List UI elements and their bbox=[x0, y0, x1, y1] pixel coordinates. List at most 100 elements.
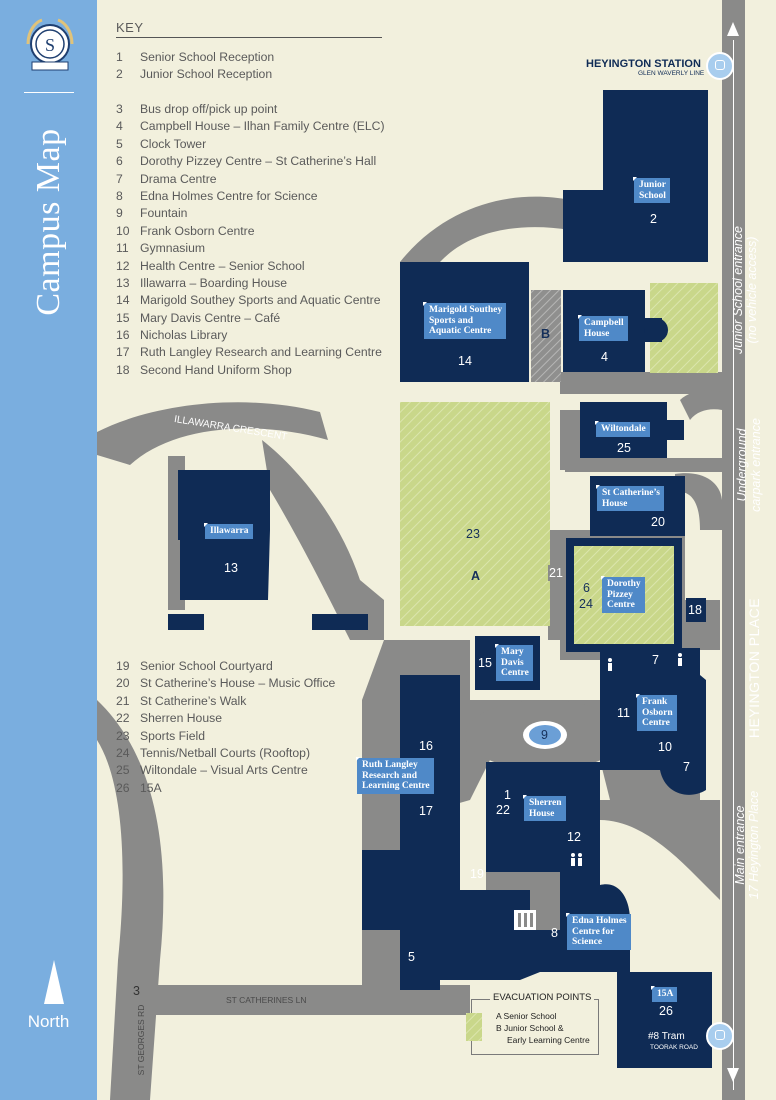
legend-item-number: 6 bbox=[116, 154, 123, 169]
number-22: 22 bbox=[496, 803, 510, 817]
legend-item-label: Second Hand Uniform Shop bbox=[140, 362, 292, 377]
wiltondale-curve bbox=[680, 390, 722, 420]
tag-line: Sherren bbox=[529, 798, 562, 808]
legend-item-number: 20 bbox=[116, 676, 130, 691]
tag-line: School bbox=[639, 190, 666, 201]
number-15: 15 bbox=[478, 656, 492, 670]
legend-item-number: 24 bbox=[116, 745, 130, 760]
heyington-station-name: HEYINGTON STATION bbox=[586, 58, 701, 70]
tag-line: Centre bbox=[501, 668, 529, 678]
legend-item-number: 1 bbox=[116, 50, 123, 64]
marker-7-drama: 7 bbox=[652, 653, 659, 667]
building-ruth-langley bbox=[400, 675, 460, 990]
legend-item-label: Dorothy Pizzey Centre – St Catherine’s H… bbox=[140, 154, 377, 169]
tram-icon[interactable] bbox=[706, 1022, 734, 1050]
legend-item-number: 13 bbox=[116, 275, 130, 290]
map-title: Campus Map bbox=[30, 128, 67, 316]
marker-3-bus: 3 bbox=[133, 984, 140, 998]
tag-line: House bbox=[584, 328, 610, 339]
legend-item-number: 2 bbox=[116, 67, 123, 82]
tag-wiltondale[interactable]: Wiltondale bbox=[595, 421, 650, 437]
carpark-entrance-line2: carpark entrance bbox=[749, 418, 763, 512]
number-26: 26 bbox=[659, 1004, 673, 1018]
tag-line: Learning Centre bbox=[362, 781, 430, 791]
legend-item-number: 26 bbox=[116, 780, 130, 795]
tag-line: Centre bbox=[607, 600, 635, 610]
carpark-ramp bbox=[675, 473, 722, 530]
tag-15a[interactable]: 15A bbox=[650, 986, 678, 1002]
tag-line: Mary bbox=[501, 647, 524, 657]
legend-item-label: Edna Holmes Centre for Science bbox=[140, 188, 318, 203]
building-edna-holmes bbox=[440, 884, 630, 980]
legend-item-number: 4 bbox=[116, 119, 123, 134]
tag-line: Ruth Langley bbox=[362, 760, 418, 770]
tag-illawarra[interactable]: Illawarra bbox=[204, 523, 253, 539]
marker-21-walk: 21 bbox=[549, 566, 563, 580]
legend-item-number: 5 bbox=[116, 136, 123, 151]
legend-item-label: Sports Field bbox=[140, 728, 206, 743]
number-20: 20 bbox=[651, 515, 665, 529]
north-road bbox=[560, 372, 722, 394]
marker-23-sports-field: 23 bbox=[466, 527, 480, 541]
illawarra-loop bbox=[262, 440, 384, 640]
legend-item-number: 7 bbox=[116, 171, 123, 186]
st-catherines-lane bbox=[118, 985, 470, 1015]
number-1: 1 bbox=[504, 788, 511, 802]
north-loop-road bbox=[400, 196, 570, 262]
marker-9-fountain: 9 bbox=[541, 728, 548, 742]
legend-item-number: 15 bbox=[116, 310, 130, 325]
marker-19-courtyard: 19 bbox=[470, 867, 484, 881]
legend-item-number: 19 bbox=[116, 659, 130, 673]
heyington-station-line: GLEN WAVERLY LINE bbox=[638, 70, 705, 77]
north-road-arrow-icon bbox=[727, 22, 739, 36]
tag-line: House bbox=[529, 808, 555, 819]
legend-item-label: Health Centre – Senior School bbox=[140, 258, 305, 273]
tag-line: House bbox=[602, 498, 628, 509]
legend-item-label: Frank Osborn Centre bbox=[140, 223, 255, 238]
marker-5-clock-tower: 5 bbox=[408, 950, 415, 964]
tag-line: Science bbox=[572, 937, 603, 947]
tag-line: Junior bbox=[639, 180, 666, 190]
south-road-arrow-icon bbox=[727, 1068, 739, 1082]
legend-item-label: Bus drop off/pick up point bbox=[140, 102, 278, 116]
evacuation-zone-b bbox=[531, 290, 561, 382]
carpark-entrance: Underground carpark entrance bbox=[735, 418, 763, 512]
number-4: 4 bbox=[601, 350, 608, 364]
legend-item-number: 8 bbox=[116, 188, 123, 203]
building-ruth-wing bbox=[362, 850, 402, 930]
legend-item-label: Fountain bbox=[140, 206, 188, 221]
legend-item-label: Clock Tower bbox=[140, 136, 207, 151]
evacuation-a-label: A Senior School bbox=[496, 1011, 557, 1021]
legend-item-number: 16 bbox=[116, 328, 130, 343]
tag-line: Aquatic Centre bbox=[429, 326, 492, 336]
north-arrow-icon bbox=[44, 960, 64, 1004]
legend-item-label: Gymnasium bbox=[140, 241, 206, 256]
legend-item-number: 12 bbox=[116, 258, 130, 273]
tag-line: Sports and bbox=[429, 315, 474, 326]
legend-item-label: Drama Centre bbox=[140, 171, 217, 186]
train-icon[interactable] bbox=[706, 52, 734, 80]
marker-7-drama-east: 7 bbox=[683, 760, 690, 774]
legend-item-number: 21 bbox=[116, 693, 130, 708]
